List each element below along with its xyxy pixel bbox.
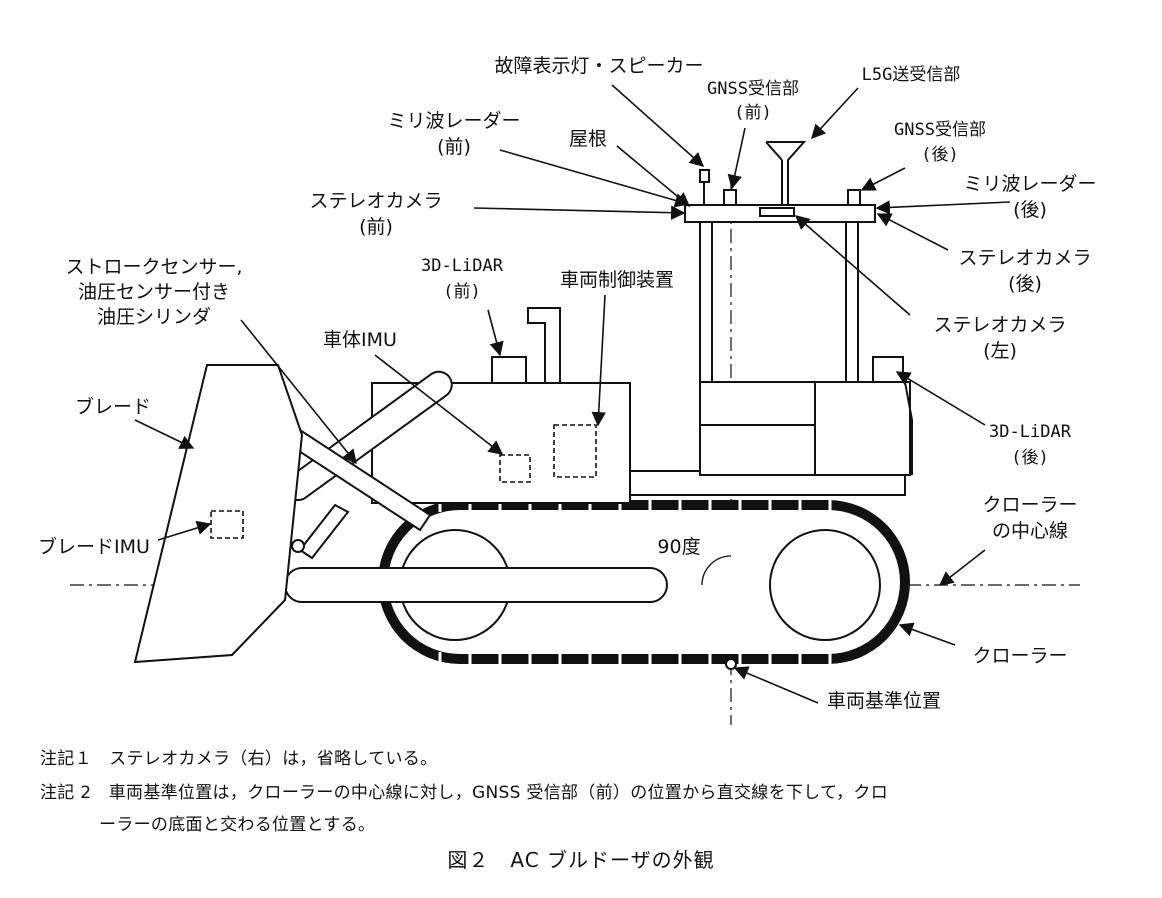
label-gnss-rear-1: GNSS受信部 — [894, 120, 986, 140]
label-gnss-front-2: (前) — [734, 103, 771, 123]
label-radar-rear-2: (後) — [1013, 199, 1047, 221]
arrow-blade — [134, 419, 195, 449]
label-blade-imu: ブレードIMU — [38, 535, 150, 558]
arrow-stereo-left — [794, 215, 911, 316]
label-stereo-rear-2: (後) — [1008, 273, 1042, 295]
right-angle-mark — [701, 555, 732, 586]
fault-light — [699, 169, 710, 183]
label-stereo-front-1: ステレオカメラ — [309, 190, 442, 212]
arrow-reference — [733, 666, 819, 704]
label-stroke-sensor-2: 油圧センサー付き — [78, 281, 230, 303]
arrow-gnss-rear — [860, 167, 906, 191]
label-gnss-front-1: GNSS受信部 — [707, 79, 799, 99]
arrow-stroke-sensor — [240, 319, 357, 465]
label-reference-position: 車両基準位置 — [827, 690, 941, 712]
arrow-roof — [616, 145, 691, 207]
label-lidar-front-1: 3D-LiDAR — [421, 256, 504, 276]
label-body-imu: 車体IMU — [323, 329, 397, 351]
label-angle: 90度 — [657, 536, 700, 558]
arrow-vehicle-control — [591, 294, 606, 427]
label-blade: ブレード — [75, 395, 151, 418]
vehicle-control-box — [553, 424, 597, 478]
label-vehicle-control: 車両制御装置 — [560, 269, 674, 291]
label-crawler: クローラー — [972, 645, 1067, 667]
label-roof: 屋根 — [569, 128, 607, 150]
lidar-rear-box — [872, 356, 904, 383]
arrow-crawler-center — [938, 549, 986, 586]
note-1: 注記１ ステレオカメラ（右）は，省略している。 — [40, 749, 438, 769]
gnss-rear-antenna — [847, 189, 861, 206]
stereo-camera-left — [759, 207, 795, 217]
note-2-line-2: ーラーの底面と交わる位置とする。 — [99, 815, 376, 835]
label-lidar-rear-2: (後) — [1011, 448, 1048, 468]
arrow-radar-rear — [875, 200, 1011, 215]
l5g-antenna — [765, 141, 807, 205]
note-2-line-1: 注記 2 車両基準位置は，クローラーの中心線に対し，GNSS 受信部（前）の位置… — [40, 783, 888, 803]
arrow-lidar-rear — [895, 371, 986, 426]
labels: 故障表示灯・スピーカー GNSS受信部 (前) L5G送受信部 GNSS受信部 … — [38, 55, 1096, 712]
gnss-front-antenna — [723, 189, 737, 206]
arrow-stereo-rear — [876, 213, 949, 251]
label-stereo-front-2: (前) — [359, 216, 393, 238]
label-gnss-rear-2: (後) — [921, 145, 958, 165]
label-crawler-center-2: の中心線 — [992, 520, 1068, 542]
label-fault-light: 故障表示灯・スピーカー — [494, 55, 703, 77]
cab-frame — [699, 222, 913, 476]
label-radar-rear-1: ミリ波レーダー — [963, 173, 1096, 195]
label-stereo-rear-1: ステレオカメラ — [958, 247, 1091, 269]
lower-link — [298, 503, 350, 560]
arrow-lidar-front — [487, 309, 504, 357]
body-imu-box — [499, 454, 531, 483]
label-radar-front-2: (前) — [437, 136, 471, 158]
label-l5g: L5G送受信部 — [862, 65, 961, 85]
arrow-crawler — [898, 622, 956, 646]
label-stereo-left-1: ステレオカメラ — [933, 314, 1066, 336]
label-crawler-center-1: クローラー — [982, 494, 1077, 516]
label-stereo-left-2: (左) — [983, 340, 1017, 362]
exhaust-pipe — [527, 307, 561, 384]
lidar-front-box — [491, 356, 527, 384]
label-lidar-front-2: (前) — [443, 282, 480, 302]
arrow-fault-light — [611, 84, 705, 167]
blade — [133, 364, 304, 664]
arrow-l5g — [811, 87, 859, 140]
figure-caption: 図２ AC ブルドーザの外観 — [447, 848, 715, 872]
arrow-blade-imu — [157, 520, 212, 541]
arrow-body-imu — [374, 354, 504, 455]
push-frame — [284, 567, 668, 603]
label-stroke-sensor-1: ストロークセンサー, — [65, 256, 242, 278]
vehicle-reference-point — [725, 658, 737, 670]
arrow-radar-front — [499, 149, 690, 208]
label-stroke-sensor-3: 油圧シリンダ — [97, 306, 211, 328]
arrow-stereo-front — [473, 205, 686, 220]
label-lidar-rear-1: 3D-LiDAR — [989, 422, 1072, 442]
arrow-gnss-front — [727, 127, 746, 190]
rear-roller — [769, 529, 881, 641]
label-radar-front-1: ミリ波レーダー — [387, 110, 520, 132]
